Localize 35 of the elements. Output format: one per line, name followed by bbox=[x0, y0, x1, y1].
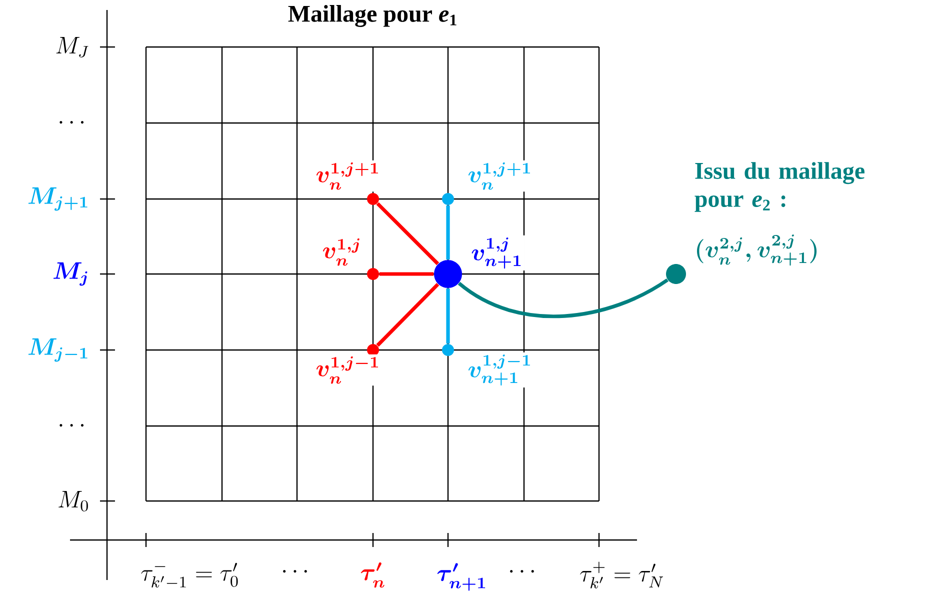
connector-line bbox=[458, 278, 668, 318]
axis-label: $\cdots$ bbox=[510, 570, 534, 573]
dot bbox=[434, 260, 462, 288]
node-label: $(v_n^{2,j},v_{n+1}^{2,j})$ bbox=[692, 232, 822, 268]
axis-label: $M_0$ bbox=[58, 491, 88, 512]
dot bbox=[367, 344, 379, 356]
dot bbox=[367, 268, 379, 280]
axis-label: $M_{j-1}$ bbox=[28, 338, 88, 362]
connector-line bbox=[446, 288, 450, 344]
dot bbox=[442, 344, 454, 356]
axis-label: $M_j$ bbox=[53, 262, 88, 286]
dot bbox=[666, 264, 686, 284]
node-label: Issu du maillage pour e$_{2}$ : bbox=[694, 162, 864, 212]
axis-label: $M_{j+1}$ bbox=[28, 187, 88, 211]
connector-line bbox=[376, 282, 440, 347]
axis-label: $\cdots$ bbox=[60, 121, 84, 124]
dot bbox=[367, 193, 379, 205]
axis-label: $\tau^+_{k'}=\tau'_N$ bbox=[580, 562, 664, 588]
node-label: $v_n^{1,j+1}$ bbox=[314, 160, 382, 192]
axis-label: $M_J$ bbox=[56, 37, 88, 58]
title: Maillage pour e$_{1}$ bbox=[288, 5, 456, 27]
node-label: $v_n^{1,j+1}$ bbox=[466, 160, 534, 192]
dot bbox=[442, 193, 454, 205]
axis-label: $\tau^-_{k'-1}=\tau'_0$ bbox=[141, 562, 238, 588]
node-label: $v_{n+1}^{1,j}$ bbox=[469, 235, 525, 271]
connector-line bbox=[446, 205, 450, 260]
connector-line bbox=[379, 272, 434, 276]
node-label: $v_n^{1,j-1}$ bbox=[314, 354, 382, 386]
axis-label: $\cdots$ bbox=[283, 570, 307, 573]
axis-label: $\tau'_n$ bbox=[360, 562, 384, 588]
node-label: $v_{n+1}^{1,j-1}$ bbox=[466, 352, 534, 388]
axis-label: $\tau'_{n+1}$ bbox=[437, 563, 486, 591]
connector-line bbox=[376, 202, 440, 266]
node-label: $v_n^{1,j}$ bbox=[320, 236, 364, 268]
axis-label: $\cdots$ bbox=[60, 424, 84, 427]
